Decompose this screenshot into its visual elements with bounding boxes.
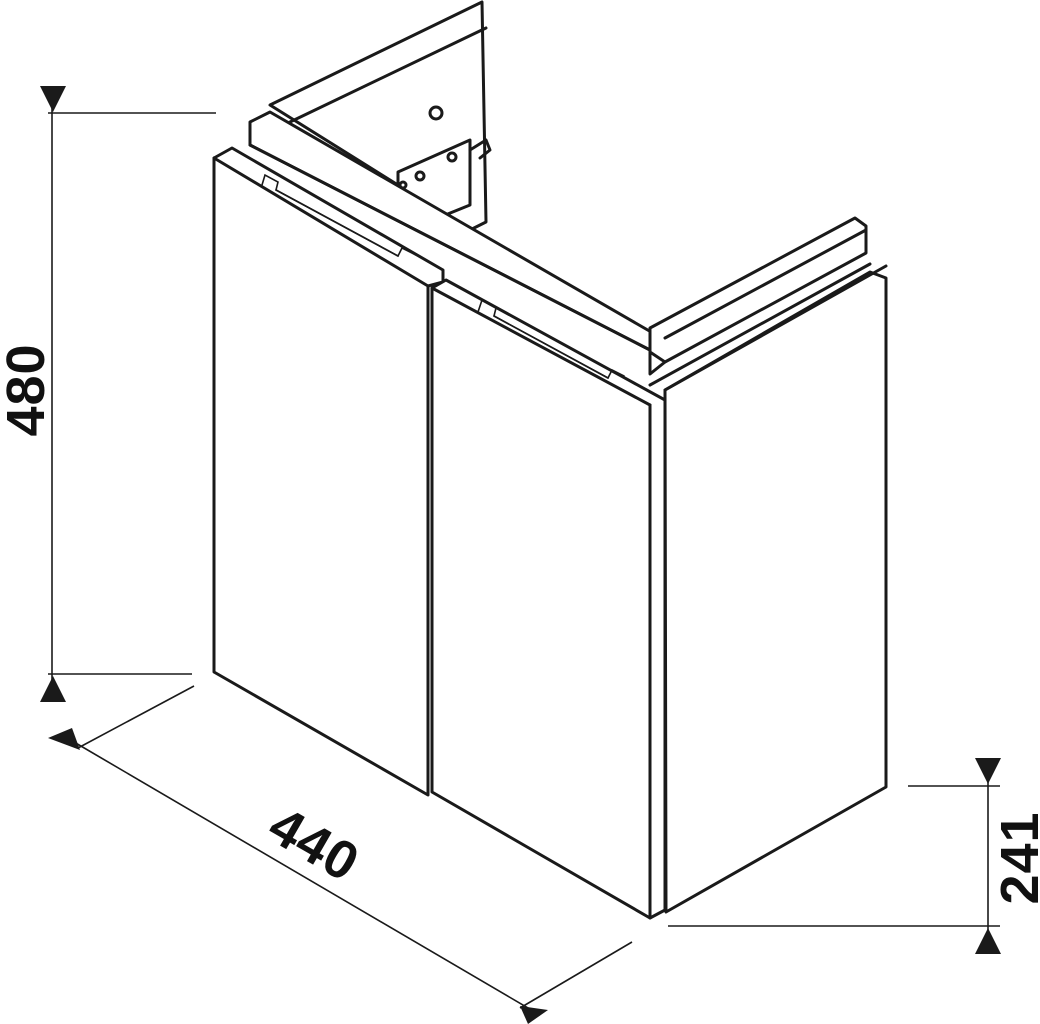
left-door xyxy=(212,146,445,797)
height-arrow-top xyxy=(40,86,66,112)
side-top-rail xyxy=(648,216,868,364)
top-frame-rail xyxy=(248,110,667,376)
depth-dimension: 241 xyxy=(668,758,1040,954)
depth-arrow-top xyxy=(975,758,1001,784)
depth-arrow-bottom xyxy=(975,928,1001,954)
side-panel xyxy=(648,262,888,914)
width-label: 440 xyxy=(259,795,370,894)
depth-label: 241 xyxy=(990,811,1040,904)
height-dimension: 480 xyxy=(0,86,216,702)
height-label: 480 xyxy=(0,343,56,436)
width-arrow-right xyxy=(520,1006,548,1024)
height-arrow-bottom xyxy=(40,676,66,702)
width-arrow-left xyxy=(48,728,80,750)
right-door xyxy=(430,278,667,920)
